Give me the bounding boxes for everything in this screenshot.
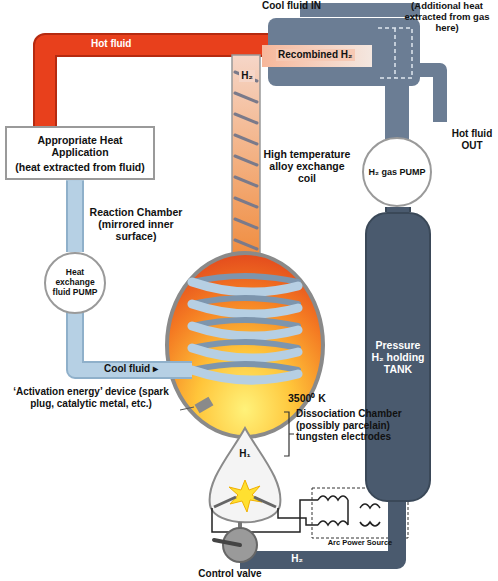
coil-turn <box>192 370 298 380</box>
diagram-label: High temperature alloy exchange coil <box>262 148 352 184</box>
cool-pipe-outline <box>75 312 192 370</box>
node-text: (heat extracted from fluid) <box>15 161 145 173</box>
neck-coil-turn <box>235 240 257 249</box>
dissociation-chamber <box>210 428 281 522</box>
diagram-label: Arc Power Source <box>314 539 406 548</box>
neck-coil-turn <box>235 177 257 186</box>
pipe-outline <box>66 180 84 252</box>
pipe <box>68 180 82 252</box>
hot-pipe-outline <box>45 45 300 128</box>
cool-fluid-pipe <box>75 312 192 370</box>
coil-turn <box>192 326 298 336</box>
diagram-label: Dissociation Chamber (possibly parcelain… <box>296 408 416 443</box>
tungsten-electrode <box>214 497 236 507</box>
coil-turn <box>192 304 298 314</box>
coil-turn <box>192 282 298 292</box>
exchange-coil <box>192 276 298 380</box>
coil-back <box>192 320 298 326</box>
arc-spark <box>229 480 262 512</box>
diagram-label: Cool fluid IN <box>262 0 362 12</box>
electrode-wiring <box>212 500 318 532</box>
leader-line <box>180 407 194 410</box>
hot-out-pipe <box>420 70 440 122</box>
pump-circle: Heat exchange fluid PUMP <box>44 252 106 314</box>
recombined-gas-duct <box>262 45 372 67</box>
node-text: H₂ gas PUMP <box>368 167 425 177</box>
diagram-label: H₂ <box>289 553 305 565</box>
diagram-label: H₁ <box>232 448 258 460</box>
coil-turn <box>192 348 298 358</box>
gas-heat-exchanger <box>268 18 420 86</box>
neck-coil-turn <box>235 114 257 123</box>
node-text: Pressure H₂ holding TANK <box>371 339 425 375</box>
exchanger-flow-marks <box>378 28 412 78</box>
diagram-label: 3500⁰ K <box>288 392 348 404</box>
coil-back <box>192 276 298 282</box>
diagram-label: Recombined H₂ <box>276 49 355 61</box>
neck-coil <box>235 72 257 249</box>
tungsten-electrode <box>254 497 276 507</box>
hydrogen-return-pipe <box>240 500 397 560</box>
neck-coil-turn <box>235 219 257 228</box>
diagram-label: Hot fluid OUT <box>448 128 496 151</box>
bracket <box>284 412 294 456</box>
diagram-label: Hot fluid <box>89 38 134 50</box>
coil-back <box>192 342 298 348</box>
valve-handle <box>214 540 240 545</box>
node-text: Appropriate Heat Application <box>11 134 149 158</box>
neck-coil-turn <box>235 156 257 165</box>
diagram-label: Cool fluid ▸ <box>102 363 160 375</box>
hot-fluid-pipe <box>45 45 300 128</box>
diagram-label: ‘Activation energy’ device (spark plug, … <box>0 386 182 409</box>
diagram-label: Control valve <box>180 568 280 580</box>
chamber-neck <box>232 55 260 265</box>
coil-back <box>192 298 298 304</box>
diagram-label: H₂ <box>239 70 255 82</box>
neck-coil-turn <box>235 198 257 207</box>
neck-coil-turn <box>235 93 257 102</box>
coil-back <box>192 364 298 370</box>
activation-device <box>195 397 214 414</box>
pump-circle: H₂ gas PUMP <box>362 137 432 207</box>
neck-coil-turn <box>235 135 257 144</box>
diagram-label: Reaction Chamber (mirrored inner surface… <box>88 206 184 242</box>
process-box: Appropriate Heat Application (heat extrac… <box>5 126 155 180</box>
pipe-connector <box>75 180 76 252</box>
node-text: Heat exchange fluid PUMP <box>50 268 100 297</box>
holding-tank: Pressure H₂ holding TANK <box>365 212 431 502</box>
diagram-label: (Additional heat extracted from gas here… <box>398 1 496 34</box>
gas-pipe <box>385 84 409 140</box>
